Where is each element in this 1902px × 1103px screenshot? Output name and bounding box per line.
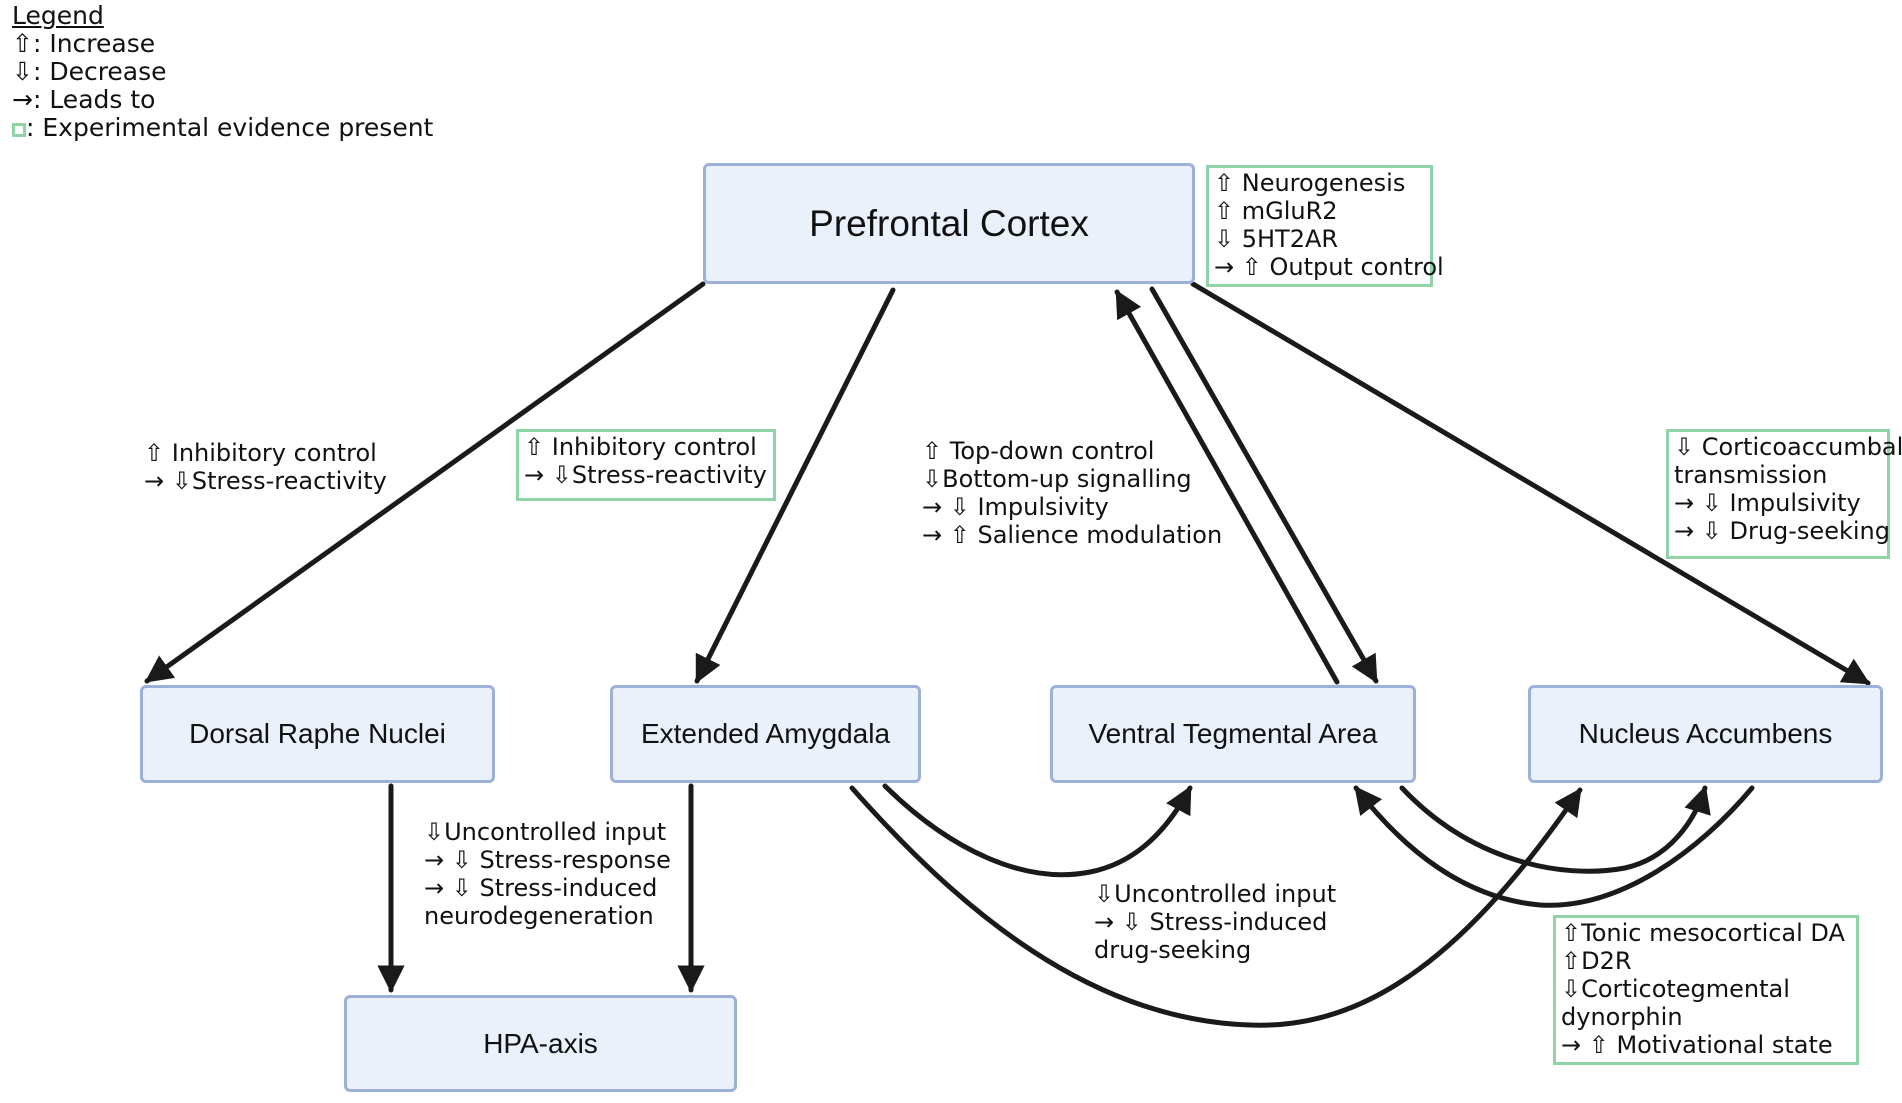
node-nucleus-accumbens: Nucleus Accumbens bbox=[1528, 685, 1883, 783]
decrease-arrow-icon: ⇩ bbox=[12, 57, 33, 86]
annotation-pfc-vta: ⇧ Top-down control ⇩Bottom-up signalling… bbox=[922, 437, 1223, 549]
arrow-pfc-to-amygdala bbox=[694, 287, 896, 684]
legend: Legend ⇧: Increase ⇩: Decrease →: Leads … bbox=[12, 2, 433, 142]
legend-item-decrease: ⇩: Decrease bbox=[12, 57, 167, 86]
arrow-amygdala-to-vta bbox=[882, 783, 1193, 878]
arrow-amygdala-to-nac bbox=[849, 785, 1583, 1028]
annotation-amygdala-vta-nac: ⇩Uncontrolled input → ⇩ Stress-induced d… bbox=[1094, 880, 1337, 964]
legend-title: Legend bbox=[12, 1, 104, 30]
annotation-drn-hpa: ⇩Uncontrolled input → ⇩ Stress-response … bbox=[424, 818, 671, 930]
leads-to-arrow-icon: → bbox=[12, 85, 33, 114]
arrow-pfc-to-drn bbox=[144, 281, 706, 684]
evidence-box-icon bbox=[12, 123, 26, 137]
arrow-pfc-to-vta bbox=[1149, 286, 1379, 684]
arrow-vta-to-pfc bbox=[1114, 289, 1340, 685]
evidence-box-pfc-nac: ⇩ Corticoaccumbal transmission → ⇩ Impul… bbox=[1666, 429, 1902, 559]
legend-item-increase: ⇧: Increase bbox=[12, 29, 156, 58]
legend-item-evidence: : Experimental evidence present bbox=[12, 114, 433, 142]
annotation-pfc-drn: ⇧ Inhibitory control → ⇩Stress-reactivit… bbox=[144, 439, 387, 495]
evidence-box-pfc: ⇧ Neurogenesis ⇧ mGluR2 ⇩ 5HT2AR → ⇧ Out… bbox=[1206, 165, 1444, 287]
node-hpa-axis: HPA-axis bbox=[344, 995, 737, 1092]
evidence-box-vta-nac: ⇧Tonic mesocortical DA ⇧D2R ⇩Corticotegm… bbox=[1553, 915, 1859, 1065]
node-prefrontal-cortex: Prefrontal Cortex bbox=[703, 163, 1195, 284]
node-extended-amygdala: Extended Amygdala bbox=[610, 685, 921, 783]
evidence-box-pfc-amygdala: ⇧ Inhibitory control → ⇩Stress-reactivit… bbox=[516, 429, 776, 501]
arrow-vta-to-nac bbox=[1399, 785, 1711, 874]
increase-arrow-icon: ⇧ bbox=[12, 29, 33, 58]
legend-item-leads-to: →: Leads to bbox=[12, 85, 156, 114]
node-dorsal-raphe-nuclei: Dorsal Raphe Nuclei bbox=[140, 685, 495, 783]
arrow-pfc-to-nac bbox=[1190, 281, 1871, 686]
node-ventral-tegmental-area: Ventral Tegmental Area bbox=[1050, 685, 1416, 783]
arrow-nac-to-vta bbox=[1353, 785, 1755, 908]
